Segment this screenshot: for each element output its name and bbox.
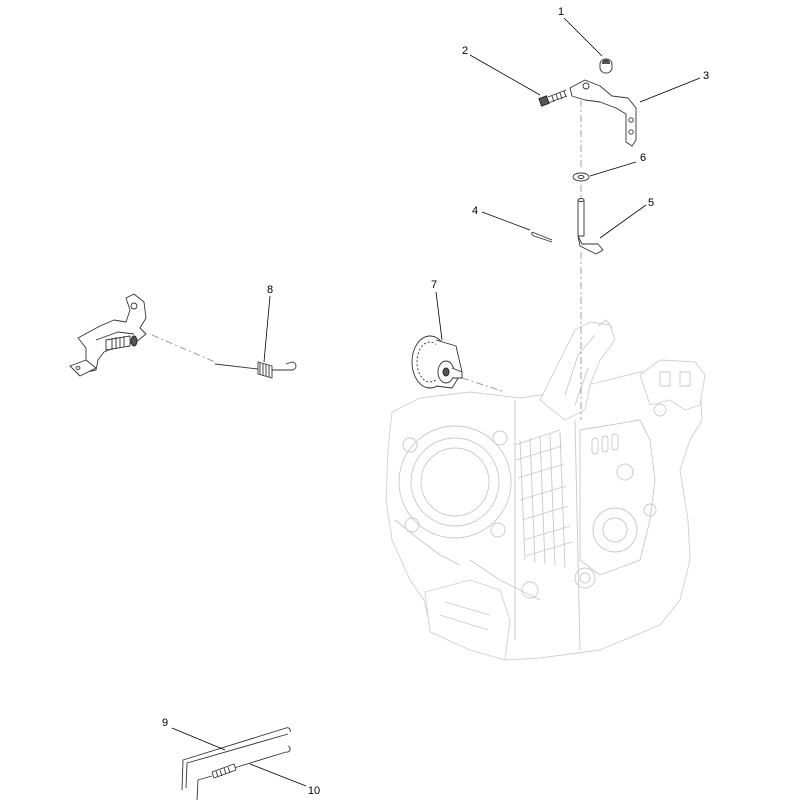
- leader-7: [435, 291, 443, 341]
- callout-5: 5: [648, 197, 654, 209]
- part-1-nut: [599, 58, 613, 74]
- leader-1: [563, 17, 603, 57]
- callout-10: 10: [308, 785, 320, 797]
- part-10-rod-with-spring: [196, 745, 291, 800]
- control-bracket-assembly: [69, 293, 147, 377]
- callout-7: 7: [431, 279, 437, 291]
- leader-5: [599, 204, 647, 239]
- part-6-washer: [572, 172, 590, 182]
- leader-6: [589, 161, 637, 177]
- callout-2: 2: [462, 45, 468, 57]
- callout-leaders: [171, 17, 701, 787]
- part-8-governor-spring: [214, 361, 297, 379]
- part-5-governor-shaft: [577, 198, 604, 255]
- leader-10: [249, 763, 307, 787]
- part-2-screw: [538, 89, 568, 107]
- callout-1: 1: [558, 6, 564, 18]
- phantom-alignment-lines: [151, 100, 582, 420]
- callout-9: 9: [162, 717, 168, 729]
- part-4-cotter-pin: [531, 231, 553, 243]
- leader-3: [639, 77, 701, 103]
- part-9-throttle-rod: [181, 727, 291, 791]
- leader-9: [171, 727, 226, 751]
- leader-8: [263, 295, 271, 363]
- callout-4: 4: [472, 205, 478, 217]
- callout-8: 8: [267, 284, 273, 296]
- leader-4: [481, 211, 531, 231]
- callout-numbers: 1 2 3 4 5 6 7 8 9 10: [162, 6, 709, 797]
- leader-2: [469, 54, 541, 96]
- callout-3: 3: [703, 70, 709, 82]
- callout-6: 6: [640, 152, 646, 164]
- engine-crankcase-ghost: [385, 319, 706, 661]
- part-3-governor-lever: [569, 79, 637, 147]
- part-7-governor-gear: [411, 335, 463, 389]
